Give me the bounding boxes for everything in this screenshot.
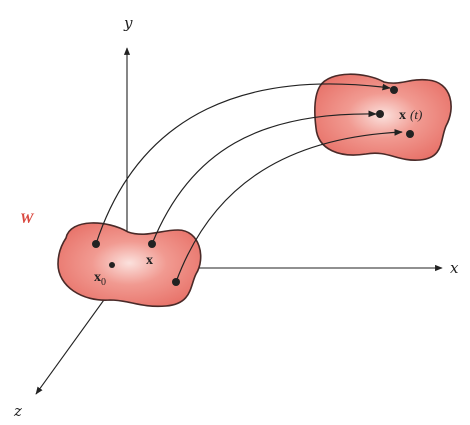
- flow-curve-1: [95, 83, 391, 245]
- label-xt-main: x: [399, 108, 406, 123]
- label-xt: x (t): [399, 107, 422, 123]
- label-x: x: [146, 253, 153, 268]
- label-xt-arg: (t): [410, 107, 422, 122]
- point-a-start: [92, 240, 100, 248]
- z-axis-label: z: [13, 402, 22, 420]
- y-axis-label: y: [123, 14, 133, 32]
- point-labels: x0 x x(t): [94, 107, 422, 288]
- region-w-shape: [57, 222, 202, 308]
- point-c-end: [406, 130, 414, 138]
- flow-curve-3: [175, 129, 403, 283]
- region-w-label: W: [20, 211, 35, 227]
- point-x0: [109, 262, 115, 268]
- point-x-start: [148, 240, 156, 248]
- point-x-end: [376, 110, 384, 118]
- point-c-start: [172, 278, 180, 286]
- x-axis-label: x: [450, 259, 459, 277]
- region-initial: W: [20, 211, 202, 308]
- flow-curves: [95, 83, 403, 283]
- points: [92, 86, 414, 286]
- label-x0-sub: 0: [101, 277, 106, 288]
- label-x0-main: x: [94, 270, 101, 285]
- axes: y x z: [13, 14, 459, 420]
- label-x0: x0: [94, 270, 106, 288]
- flow-curve-2: [151, 110, 377, 245]
- point-a-end: [390, 86, 398, 94]
